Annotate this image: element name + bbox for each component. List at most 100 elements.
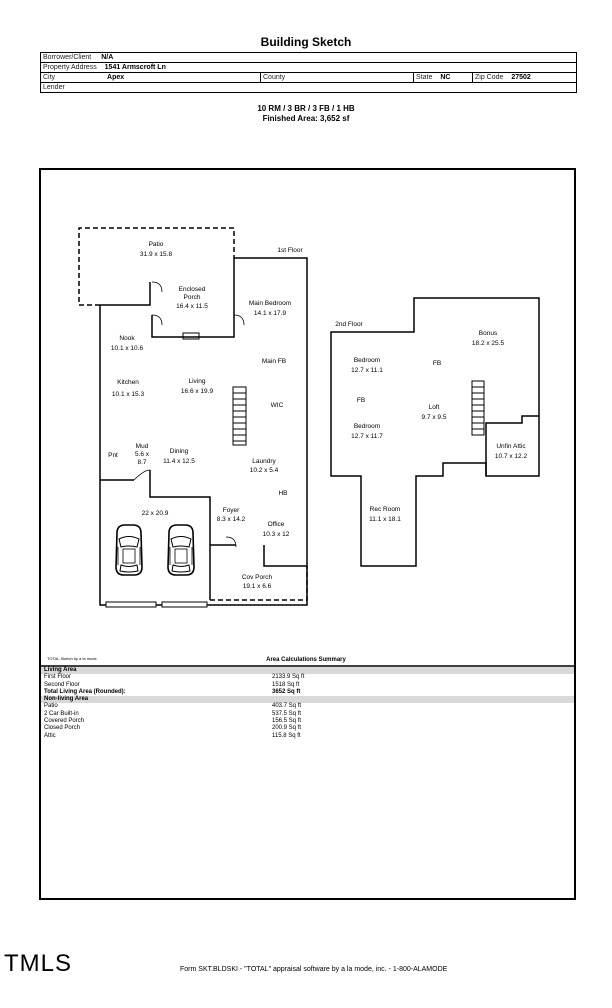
first-floor-walls: [78, 227, 308, 608]
area-summary-title: Area Calculations Summary: [266, 657, 346, 663]
first-floor-stairs: [232, 386, 247, 446]
patio-outline: [78, 227, 235, 306]
area-row: Closed Porch 200.9 Sq ft: [44, 725, 302, 732]
property-summary: 10 RM / 3 BR / 3 FB / 1 HB Finished Area…: [0, 104, 612, 124]
bedroom2-name: Bedroom: [354, 423, 380, 430]
garage-door-2: [161, 601, 208, 608]
attic-wall: [485, 415, 539, 476]
tmls-logo: TMLS: [4, 950, 73, 977]
state-label: State: [416, 74, 433, 81]
state-value: NC: [440, 74, 451, 81]
mud-door: [133, 469, 151, 481]
mud-name: Mud: [136, 443, 149, 450]
area-row: Patio 403.7 Sq ft: [44, 703, 302, 710]
loft-name: Loft: [429, 404, 440, 411]
fb-left-name: FB: [357, 397, 365, 404]
living-name: Living: [189, 378, 206, 385]
laundry-dim: 10.2 x 5.4: [250, 467, 279, 474]
dining-dim: 11.4 x 12.5: [163, 458, 195, 465]
fb-upper-name: FB: [433, 360, 441, 367]
cov-porch-outline: [210, 566, 308, 601]
porch-wall: [151, 258, 235, 338]
enclosed-porch-name: Enclosed: [179, 286, 206, 293]
bonus-dim: 18.2 x 25.5: [472, 340, 505, 347]
city-label: City: [43, 74, 56, 81]
property-info-table: Borrower/Client N/A Property Address 154…: [40, 52, 577, 93]
porch-door-3: [233, 314, 245, 326]
dining-name: Dining: [170, 448, 189, 455]
enclosed-porch-dim: 16.4 x 11.5: [176, 303, 208, 310]
office-dim: 10.3 x 12: [263, 531, 290, 538]
city-value: Apex: [107, 74, 125, 81]
nook-name: Nook: [119, 335, 135, 342]
kitchen-name: Kitchen: [117, 379, 139, 386]
zip-value: 27502: [511, 74, 531, 81]
address-value: 1541 Armscroft Ln: [104, 64, 166, 71]
area-row: Second Floor 1518 Sq ft: [44, 681, 300, 688]
rec-room-name: Rec Room: [370, 506, 401, 513]
unfin-attic-dim: 10.7 x 12.2: [495, 453, 528, 460]
garage-door-1: [105, 601, 157, 608]
pantry-name: Pnt: [108, 452, 118, 459]
cov-porch-name: Cov Porch: [242, 574, 273, 581]
mud-dim: 5.6 x: [135, 451, 150, 458]
bedroom2-dim: 12.7 x 11.7: [351, 433, 383, 440]
sketch-credit: TOTAL Sketch by a la mode: [47, 656, 97, 661]
garage-wall: [149, 470, 211, 600]
borrower-value: N/A: [101, 54, 114, 61]
nook-dim: 10.1 x 10.6: [111, 345, 144, 352]
area-row: First Floor 2133.9 Sq ft: [44, 674, 305, 681]
lender-label: Lender: [43, 84, 65, 91]
room-count: 10 RM / 3 BR / 3 FB / 1 HB: [257, 104, 355, 113]
unfin-attic-name: Unfin Attic: [496, 443, 526, 450]
sketch-title: Building Sketch: [260, 35, 352, 49]
area-row: Covered Porch 156.5 Sq ft: [44, 718, 302, 725]
finished-area: Finished Area: 3,652 sf: [262, 114, 350, 123]
foyer-dim: 8.3 x 14.2: [217, 516, 246, 523]
rec-room-dim: 11.1 x 18.1: [369, 516, 401, 523]
main-fb-name: Main FB: [262, 358, 286, 365]
car-icon-1: [115, 524, 143, 576]
foyer-name: Foyer: [223, 507, 240, 514]
foyer-door: [225, 536, 237, 548]
sketch-frame: [39, 168, 576, 900]
wic-name: WIC: [271, 402, 284, 409]
enclosed-porch-name2: Porch: [184, 294, 201, 301]
living-dim: 16.6 x 19.9: [181, 388, 214, 395]
area-row: 2 Car Built-in 537.5 Sq ft: [44, 710, 302, 717]
second-floor-walls: [330, 297, 540, 567]
second-floor-label: 2nd Floor: [335, 321, 363, 328]
porch-door-2: [151, 314, 163, 326]
office-wall: [263, 545, 307, 567]
patio-dim: 31.9 x 15.8: [140, 251, 173, 258]
county-label: County: [263, 74, 286, 81]
cov-porch-dim: 19.1 x 6.6: [243, 583, 272, 590]
house-outline: [99, 257, 308, 606]
zip-label: Zip Code: [475, 74, 504, 81]
loft-dim: 9.7 x 9.5: [422, 414, 447, 421]
car-icon-2: [167, 524, 195, 576]
address-label: Property Address: [43, 64, 97, 71]
area-row: Attic 115.8 Sq ft: [44, 732, 301, 739]
footer-text: Form SKT.BLDSKI - "TOTAL" appraisal soft…: [180, 966, 448, 973]
laundry-name: Laundry: [252, 458, 276, 465]
living-area-header: Living Area: [41, 667, 574, 675]
hb-name: HB: [278, 490, 287, 497]
porch-door: [151, 281, 163, 293]
first-floor-label: 1st Floor: [277, 247, 303, 254]
garage-dim: 22 x 20.9: [142, 510, 169, 517]
main-bedroom-dim: 14.1 x 17.9: [254, 310, 287, 317]
bedroom1-name: Bedroom: [354, 357, 380, 364]
main-bedroom-name: Main Bedroom: [249, 300, 291, 307]
lender-row: Lender: [40, 82, 577, 93]
mud-dim2: 8.7: [137, 459, 146, 466]
area-calculations: Living Area First Floor 2133.9 Sq ft Sec…: [41, 667, 574, 740]
nonliving-area-header: Non-living Area: [41, 696, 574, 704]
porch-step: [182, 332, 200, 340]
second-floor-stairs: [471, 380, 485, 436]
kitchen-dim: 10.1 x 15.3: [112, 391, 145, 398]
second-floor-outline: [330, 297, 540, 567]
office-name: Office: [268, 521, 285, 528]
bonus-name: Bonus: [479, 330, 498, 337]
